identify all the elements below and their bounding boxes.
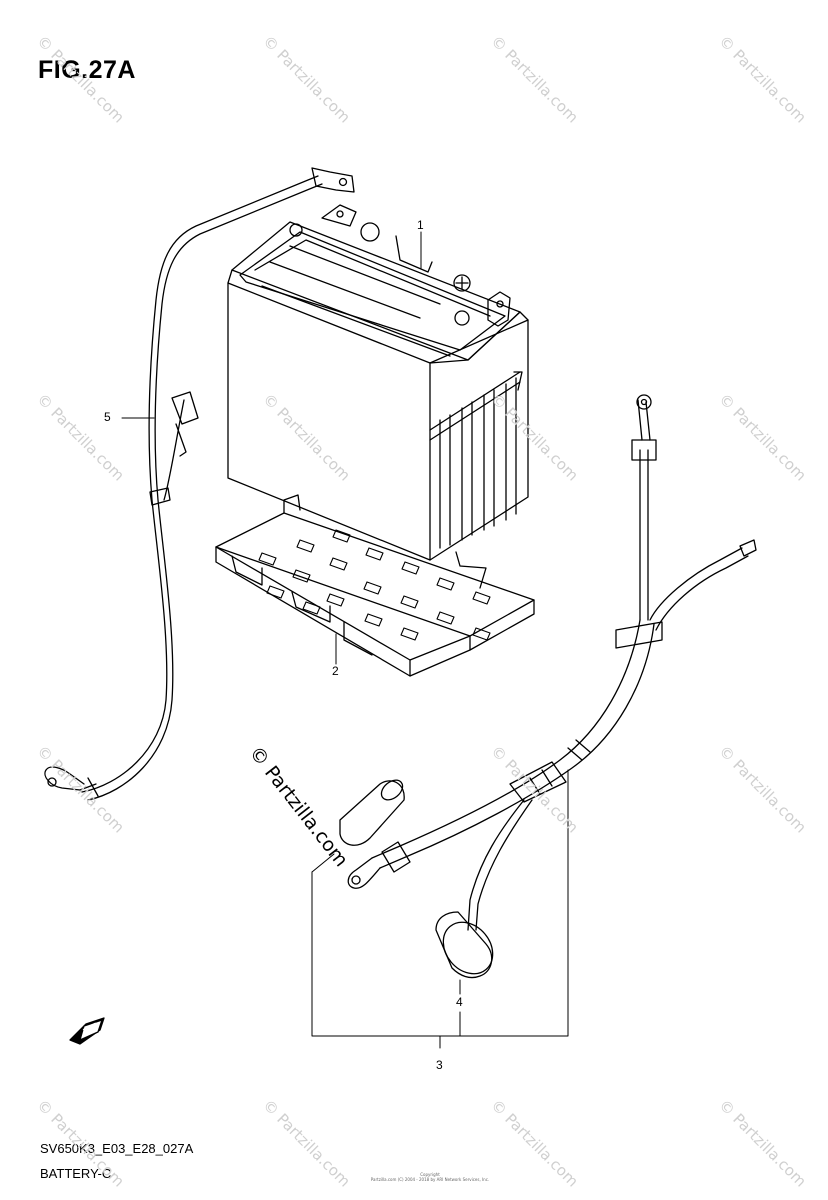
callout-3[interactable]: 3 bbox=[436, 1058, 443, 1072]
copyright-notice: Copyright Partzilla.com (C) 2004 - 2018 … bbox=[340, 1172, 520, 1182]
callout-bracket bbox=[311, 769, 569, 1049]
copyright-line-1: Copyright bbox=[420, 1172, 440, 1177]
battery-drawing bbox=[227, 204, 529, 561]
copyright-line-2: Partzilla.com (C) 2004 - 2018 by ARI Net… bbox=[370, 1177, 490, 1182]
callout-1[interactable]: 1 bbox=[417, 218, 424, 232]
callout-5[interactable]: 5 bbox=[104, 410, 111, 424]
battery-tray-drawing bbox=[215, 494, 535, 677]
callout-4[interactable]: 4 bbox=[456, 995, 463, 1009]
diagram-code: SV650K3_E03_E28_027A bbox=[40, 1141, 194, 1156]
diagram-name: BATTERY-C bbox=[40, 1166, 112, 1181]
fwd-arrow-icon bbox=[69, 1017, 105, 1045]
cable-assembly-drawing bbox=[339, 394, 757, 979]
figure-title: FIG.27A bbox=[38, 56, 136, 84]
leader-lines bbox=[121, 231, 461, 995]
callout-2[interactable]: 2 bbox=[332, 664, 339, 678]
battery-cable-drawing bbox=[44, 167, 355, 801]
